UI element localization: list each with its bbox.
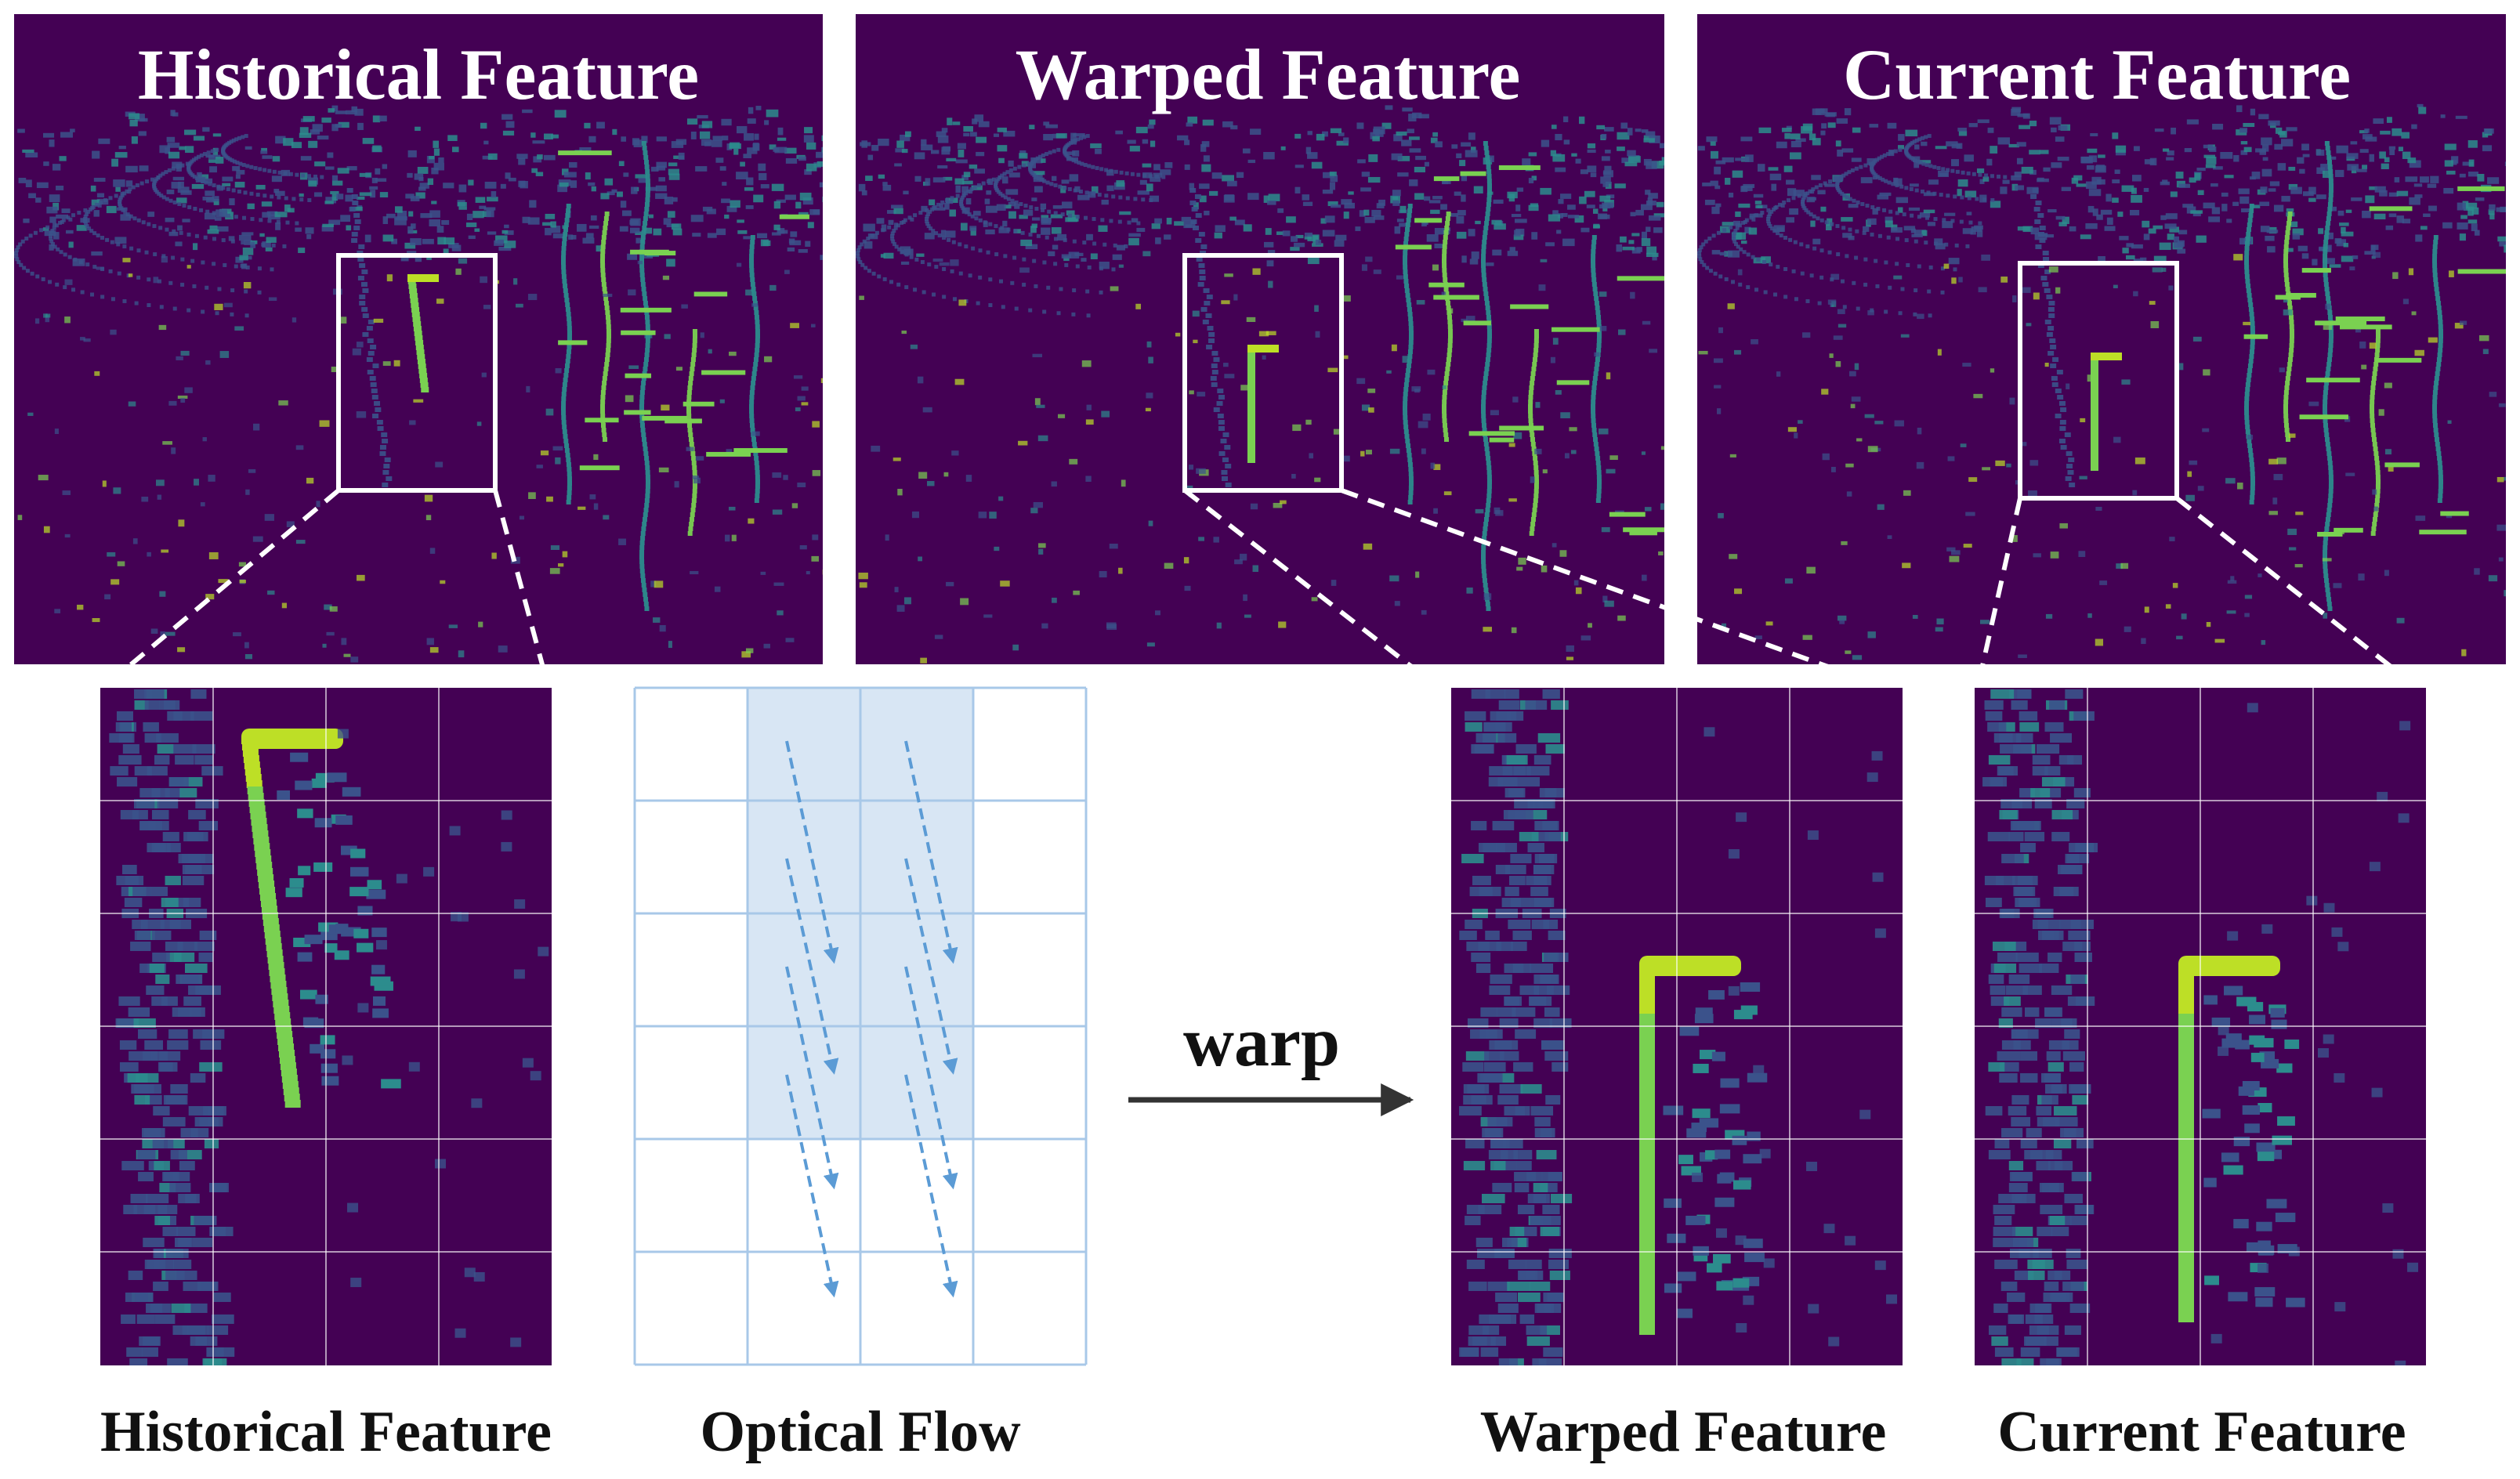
historical-panel-title: Historical Feature: [138, 34, 699, 114]
optical-flow-panel: [633, 686, 1088, 1366]
current-point-cloud: [1697, 103, 2506, 660]
flow-arrows: [785, 740, 958, 1298]
historical-roi-box: [336, 253, 498, 493]
dashed-down-arrow-icon: [904, 966, 958, 1190]
zoom-panel-current: [1975, 688, 2426, 1365]
current-roi-box: [2018, 261, 2179, 501]
warp-operator: warp: [1128, 1003, 1414, 1116]
current-zoom-grid: [1975, 688, 2426, 1365]
flow-grid: [633, 686, 1088, 1366]
top-panel-historical: Historical Feature: [14, 14, 823, 664]
dashed-down-arrow-icon: [785, 858, 839, 1075]
zoom-connectors: [128, 488, 2391, 689]
caption-historical: Historical Feature: [100, 1400, 552, 1464]
warped-zoom-grid: [1451, 688, 1903, 1365]
historical-zoom-grid: [100, 688, 552, 1365]
top-panel-current: Current Feature: [1697, 14, 2506, 664]
current-panel-title: Current Feature: [1843, 34, 2351, 114]
warped-roi-box: [1182, 253, 1344, 493]
dashed-down-arrow-icon: [785, 1074, 839, 1298]
caption-current: Current Feature: [1997, 1400, 2406, 1464]
caption-warped: Warped Feature: [1480, 1400, 1887, 1464]
zoom-connectors-lower: [107, 664, 2423, 690]
dashed-down-arrow-icon: [785, 966, 839, 1190]
warped-panel-title: Warped Feature: [1016, 34, 1521, 114]
warp-label: warp: [1183, 1003, 1340, 1081]
top-panel-warped: Warped Feature: [856, 14, 1664, 664]
warped-point-cloud: [856, 105, 1664, 664]
dashed-down-arrow-icon: [904, 1074, 958, 1298]
dashed-down-arrow-icon: [904, 740, 958, 964]
dashed-down-arrow-icon: [785, 740, 839, 964]
zoom-panel-warped: [1451, 688, 1903, 1365]
caption-optical-flow: Optical Flow: [700, 1400, 1021, 1464]
dashed-down-arrow-icon: [904, 858, 958, 1075]
zoom-panel-historical: [100, 688, 552, 1365]
historical-point-cloud: [14, 105, 823, 663]
warped-zoom-points: [1459, 689, 1898, 1365]
current-zoom-points: [1982, 689, 2419, 1365]
